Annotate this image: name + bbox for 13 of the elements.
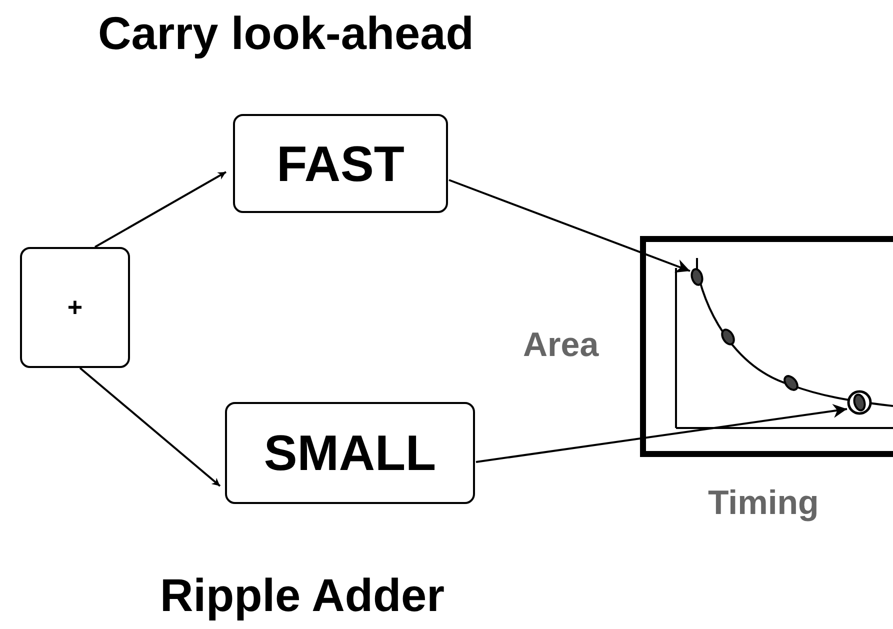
title: Carry look-ahead [98, 6, 474, 60]
caption: Ripple Adder [160, 568, 445, 622]
data-point [690, 266, 704, 288]
process-box: SMALL [225, 402, 475, 504]
axis-label: Area [523, 326, 599, 365]
arrow [79, 367, 221, 487]
operator-box: + [20, 247, 130, 368]
axis-label: Timing [708, 484, 819, 523]
arrow [94, 171, 226, 248]
process-box: FAST [233, 114, 448, 213]
highlighted-data-point [847, 390, 872, 415]
arrow [476, 404, 848, 463]
arrow [448, 179, 690, 273]
